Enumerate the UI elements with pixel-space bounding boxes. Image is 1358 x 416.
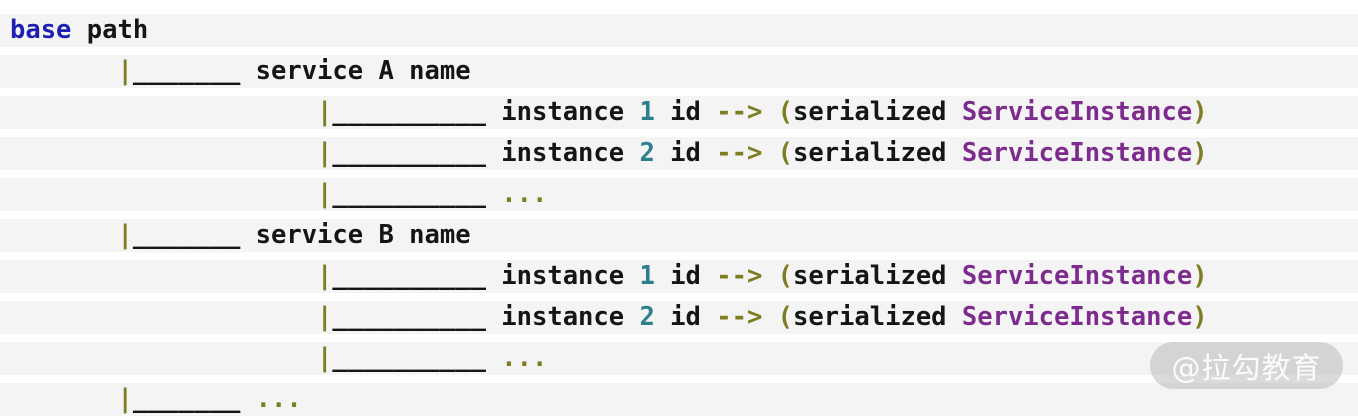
code-segment-operator: ) [1192,261,1208,291]
code-line: |__________ instance 1 id --> (serialize… [0,260,1358,293]
code-segment-plain [10,138,317,168]
code-segment-number: 1 [639,97,655,127]
code-line: |_______ service A name [0,55,1358,88]
code-line: |__________ instance 2 id --> (serialize… [0,137,1358,170]
code-segment-plain: id [654,97,717,127]
code-segment-operator: ... [501,343,548,373]
code-line: |__________ ... [0,342,1358,375]
code-segment-plain: _______ [132,384,256,414]
code-segment-operator: ... [255,384,302,414]
code-line: |_______ ... [0,383,1358,416]
code-segment-plain [10,56,117,86]
code-segment-plain: serialized [793,261,962,291]
code-segment-classname: ServiceInstance [961,138,1193,168]
code-line: |_______ service B name [0,219,1358,252]
code-segment-plain: __________ [332,179,502,209]
code-segment-plain: path [71,15,149,45]
code-segment-plain: id [654,261,717,291]
code-segment-plain [10,261,317,291]
code-line: |__________ instance 1 id --> (serialize… [0,96,1358,129]
code-line: |__________ instance 2 id --> (serialize… [0,301,1358,334]
code-block: base path |_______ service A name |_____… [0,14,1358,416]
code-segment-plain [10,220,117,250]
code-segment-plain [10,302,317,332]
code-segment-operator: --> ( [716,261,793,291]
code-segment-plain: serialized [793,302,962,332]
code-segment-plain [10,343,317,373]
code-segment-operator: --> ( [716,138,793,168]
code-segment-operator: | [117,56,133,86]
code-segment-operator: | [317,343,333,373]
code-segment-number: 1 [639,261,655,291]
code-segment-number: 2 [639,138,655,168]
code-segment-number: 2 [639,302,655,332]
code-segment-plain: _______ service A name [132,56,471,86]
code-segment-plain [10,179,317,209]
code-segment-classname: ServiceInstance [961,261,1193,291]
code-segment-plain: id [654,302,717,332]
watermark-label: @拉勾教育 [1171,350,1322,385]
code-segment-plain: id [654,138,717,168]
code-segment-operator: --> ( [716,97,793,127]
code-segment-operator: | [317,97,333,127]
code-segment-plain [10,384,117,414]
code-segment-operator: | [117,384,133,414]
code-segment-operator: | [317,302,333,332]
code-segment-classname: ServiceInstance [961,97,1193,127]
code-segment-plain [10,97,317,127]
code-segment-operator: | [317,179,333,209]
code-line: |__________ ... [0,178,1358,211]
code-segment-operator: ... [501,179,548,209]
code-segment-keyword: base [10,15,72,45]
code-segment-operator: ) [1192,302,1208,332]
code-segment-operator: | [117,220,133,250]
code-segment-plain: serialized [793,97,962,127]
code-segment-plain: __________ instance [332,97,640,127]
code-segment-operator: --> ( [716,302,793,332]
code-segment-operator: | [317,261,333,291]
code-segment-operator: | [317,138,333,168]
code-segment-operator: ) [1192,138,1208,168]
code-segment-classname: ServiceInstance [961,302,1193,332]
code-segment-plain: __________ [332,343,502,373]
code-segment-operator: ) [1192,97,1208,127]
code-segment-plain: __________ instance [332,138,640,168]
code-line: base path [0,14,1358,47]
code-segment-plain: _______ service B name [132,220,471,250]
code-segment-plain: __________ instance [332,302,640,332]
watermark-badge: @拉勾教育 [1150,342,1343,389]
code-segment-plain: __________ instance [332,261,640,291]
code-segment-plain: serialized [793,138,962,168]
